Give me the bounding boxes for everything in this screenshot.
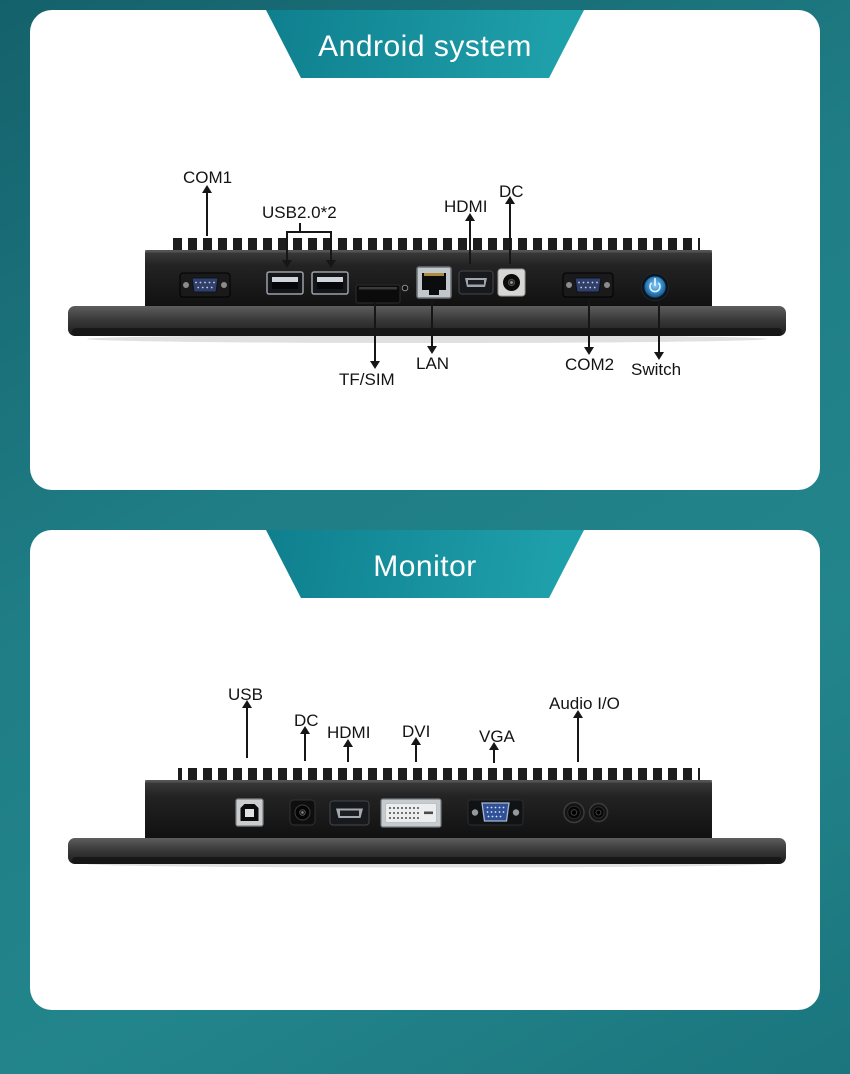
label-tf-sim: TF/SIM <box>339 370 395 389</box>
arrow-audio-io <box>573 710 583 762</box>
label-lan: LAN <box>416 354 450 373</box>
hdmi-port <box>458 270 494 295</box>
power-switch-button <box>641 273 669 301</box>
android-panel-title: Android system <box>318 30 532 63</box>
label-hdmi: HDMI <box>444 197 488 216</box>
label-com2: COM2 <box>565 355 615 374</box>
usb-bracket-bar <box>286 231 332 233</box>
arrow-usb-1 <box>282 231 292 268</box>
arrow-hdmi <box>343 739 353 762</box>
dc-power-jack <box>497 268 526 297</box>
dc-power-jack <box>289 799 316 826</box>
label-vga: VGA <box>479 727 515 746</box>
usb-a-port-1 <box>266 271 304 295</box>
panel-android-system: Android system <box>30 10 820 490</box>
reset-hole <box>401 284 409 292</box>
arrow-dc <box>505 196 515 264</box>
arrow-usb <box>242 700 252 758</box>
android-device-rear-ports <box>68 238 786 343</box>
tf-sim-card-slot <box>355 284 401 304</box>
arrow-dvi <box>411 737 421 762</box>
monitor-device-rear-ports <box>68 768 786 868</box>
monitor-title-banner: Monitor <box>266 530 584 598</box>
panel-monitor: Monitor <box>30 530 820 1010</box>
label-switch: Switch <box>631 360 682 379</box>
label-dc: DC <box>294 711 319 730</box>
arrow-usb-2 <box>326 231 336 268</box>
hdmi-port <box>329 800 370 826</box>
label-dvi: DVI <box>402 722 431 741</box>
arrow-switch <box>654 303 664 360</box>
arrow-hdmi <box>465 213 475 264</box>
device-shadow <box>87 335 767 343</box>
com2-serial-port <box>562 272 614 298</box>
label-audio-io: Audio I/O <box>549 694 620 713</box>
arrow-com1 <box>202 185 212 236</box>
label-usb: USB <box>228 685 263 704</box>
dvi-port <box>380 798 442 828</box>
label-hdmi: HDMI <box>327 723 371 742</box>
audio-jack-left <box>563 801 585 824</box>
arrow-lan <box>427 299 437 354</box>
com1-serial-port <box>179 272 231 298</box>
arrow-vga <box>489 742 499 763</box>
label-usb2: USB2.0*2 <box>262 203 337 222</box>
monitor-panel-title: Monitor <box>373 550 477 583</box>
arrow-com2 <box>584 299 594 355</box>
android-title-banner: Android system <box>266 10 584 78</box>
audio-jack-right <box>588 802 609 823</box>
lan-rj45-port <box>416 266 452 299</box>
usb-b-port <box>235 798 264 827</box>
vga-port <box>467 799 524 826</box>
arrow-dc <box>300 726 310 761</box>
usb-bracket-stem <box>299 223 301 232</box>
arrow-tf-sim <box>370 302 380 369</box>
label-com1: COM1 <box>183 168 233 187</box>
usb-a-port-2 <box>311 271 349 295</box>
